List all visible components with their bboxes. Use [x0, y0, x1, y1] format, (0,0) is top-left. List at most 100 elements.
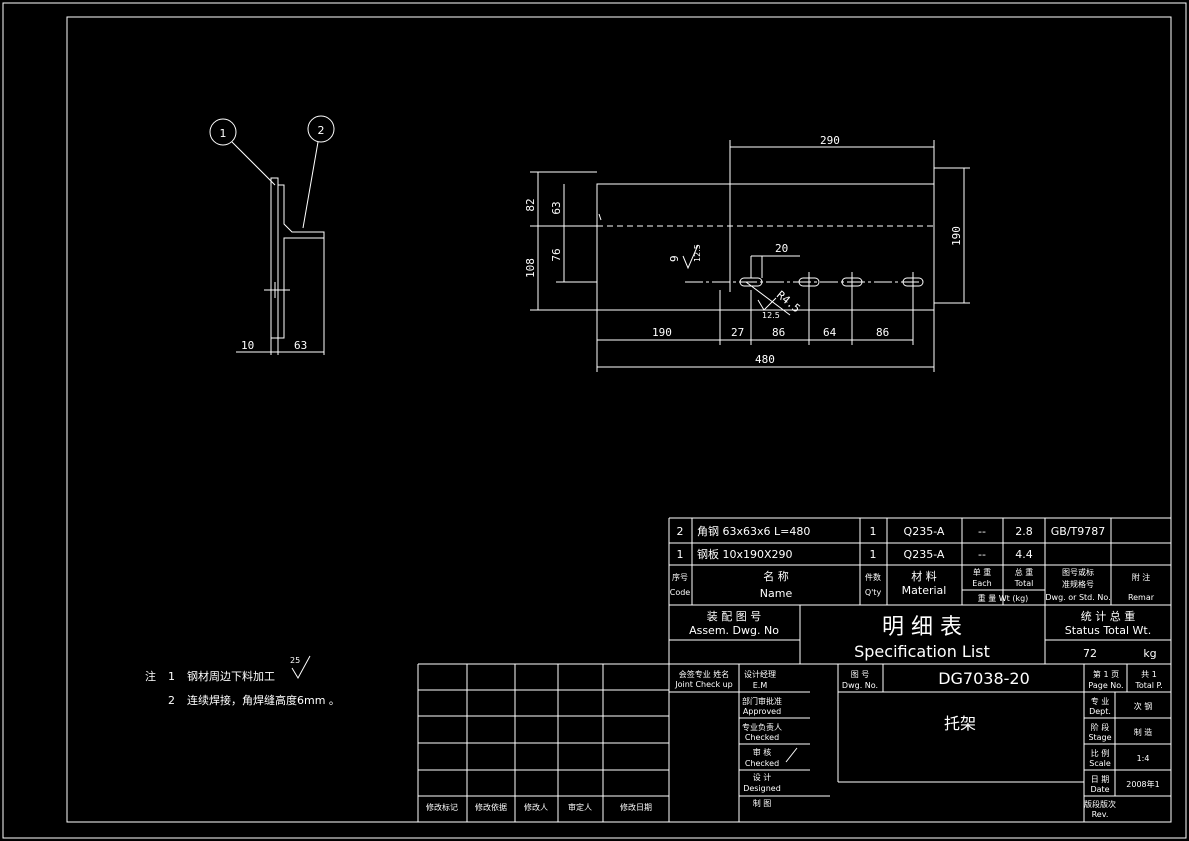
svg-text:--: -- — [978, 548, 986, 561]
svg-text:重 量 Wt (kg): 重 量 Wt (kg) — [978, 593, 1029, 603]
spec-title-en: Specification List — [854, 642, 990, 661]
svg-text:1: 1 — [168, 670, 175, 683]
svg-text:准规格号: 准规格号 — [1062, 579, 1094, 589]
svg-text:Status Total Wt.: Status Total Wt. — [1065, 624, 1151, 637]
svg-text:Checked: Checked — [745, 759, 779, 768]
dim-63v: 63 — [550, 201, 563, 214]
roughness-2: 12.5 — [762, 311, 780, 320]
svg-text:制 图: 制 图 — [753, 798, 772, 808]
roughness-symbol-1 — [682, 244, 699, 270]
dim-9: 9 — [668, 255, 681, 262]
roughness-1: 12.5 — [693, 244, 702, 262]
side-view: 1 2 10 63 — [209, 115, 335, 355]
dim-190-vertical: 190 — [950, 226, 963, 246]
svg-text:材 料: 材 料 — [911, 569, 937, 583]
svg-text:会签专业 姓名: 会签专业 姓名 — [679, 669, 730, 679]
svg-text:审 核: 审 核 — [753, 747, 772, 757]
svg-text:Dwg. or Std. No.: Dwg. or Std. No. — [1045, 593, 1110, 602]
svg-text:件数: 件数 — [865, 572, 881, 582]
svg-text:Scale: Scale — [1089, 759, 1111, 768]
dim-190: 190 — [652, 326, 672, 339]
bom-row: 2 角钢 63x63x6 L=480 1 Q235-A -- 2.8 GB/T9… — [677, 525, 1106, 538]
svg-text:2: 2 — [168, 694, 175, 707]
svg-text:角钢 63x63x6 L=480: 角钢 63x63x6 L=480 — [697, 525, 810, 538]
total-weight: 72 — [1083, 647, 1097, 660]
svg-text:Designed: Designed — [743, 784, 781, 793]
svg-text:Page No.: Page No. — [1088, 681, 1123, 690]
svg-text:Assem. Dwg. No: Assem. Dwg. No — [689, 624, 779, 637]
svg-text:Checked: Checked — [745, 733, 779, 742]
dim-480: 480 — [755, 353, 775, 366]
svg-text:kg: kg — [1143, 647, 1156, 660]
svg-text:制 造: 制 造 — [1134, 727, 1153, 737]
svg-text:设 计: 设 计 — [753, 772, 772, 782]
svg-text:Total P.: Total P. — [1134, 681, 1162, 690]
svg-text:专业负责人: 专业负责人 — [742, 722, 782, 732]
balloon-2-label: 2 — [318, 124, 325, 137]
leader-2 — [302, 141, 319, 229]
svg-text:序号: 序号 — [672, 572, 688, 582]
svg-text:Q235-A: Q235-A — [904, 525, 945, 538]
note-2: 连续焊接，角焊缝高度6mm 。 — [187, 693, 340, 707]
notes-label: 注 — [145, 669, 156, 683]
dim-10: 10 — [241, 339, 254, 352]
dim-20: 20 — [775, 242, 788, 255]
svg-text:修改依据: 修改依据 — [475, 802, 507, 812]
svg-text:GB/T9787: GB/T9787 — [1051, 525, 1106, 538]
drawing-title: 托架 — [944, 714, 976, 733]
svg-text:1: 1 — [677, 548, 684, 561]
angle-profile — [278, 184, 325, 339]
svg-text:钢板 10x190X290: 钢板 10x190X290 — [697, 547, 793, 561]
svg-text:Rev.: Rev. — [1092, 810, 1109, 819]
note-1: 钢材周边下料加工 — [187, 669, 275, 683]
svg-text:审定人: 审定人 — [568, 802, 592, 812]
svg-text:装 配 图 号: 装 配 图 号 — [707, 610, 762, 623]
svg-text:专 业: 专 业 — [1091, 696, 1110, 706]
svg-text:2008年1: 2008年1 — [1126, 779, 1159, 789]
inner-border — [66, 16, 1172, 823]
svg-text:附 注: 附 注 — [1132, 572, 1151, 582]
spec-header: 装 配 图 号 Assem. Dwg. No 明 细 表 Specificati… — [668, 605, 1171, 664]
svg-text:Material: Material — [902, 584, 947, 597]
svg-text:Each: Each — [972, 579, 991, 588]
svg-text:阶 段: 阶 段 — [1091, 722, 1110, 732]
svg-text:Remar: Remar — [1128, 593, 1155, 602]
svg-text:统 计 总 重: 统 计 总 重 — [1081, 609, 1136, 623]
dim-27: 27 — [731, 326, 744, 339]
svg-text:Date: Date — [1090, 785, 1109, 794]
dim-108: 108 — [524, 258, 537, 278]
svg-text:共 1: 共 1 — [1141, 670, 1157, 679]
svg-text:部门审批准: 部门审批准 — [742, 696, 782, 706]
svg-text:Q235-A: Q235-A — [904, 548, 945, 561]
svg-text:1: 1 — [870, 525, 877, 538]
svg-text:Code: Code — [670, 588, 691, 597]
svg-text:Total: Total — [1014, 579, 1034, 588]
bom-header: 序号 Code 名 称 Name 件数 Q'ty 材 料 Material 单 … — [670, 567, 1155, 603]
dim-63: 63 — [294, 339, 307, 352]
svg-text:总 重: 总 重 — [1015, 567, 1034, 577]
technical-notes: 注 1 钢材周边下料加工 25 2 连续焊接，角焊缝高度6mm 。 — [145, 655, 340, 707]
drawing-number: DG7038-20 — [938, 669, 1030, 688]
svg-text:Stage: Stage — [1088, 733, 1111, 742]
dim-290: 290 — [820, 134, 840, 147]
title-block: 修改标记 修改依据 修改人 审定人 修改日期 会签专业 姓名 Joint Che… — [417, 663, 1171, 822]
svg-text:Dept.: Dept. — [1089, 707, 1111, 716]
balloon-2 — [307, 115, 335, 143]
dim-76: 76 — [550, 248, 563, 261]
roughness-symbol-note — [291, 655, 311, 680]
svg-text:修改日期: 修改日期 — [620, 802, 652, 812]
svg-text:名 称: 名 称 — [763, 569, 789, 583]
dim-82: 82 — [524, 198, 537, 211]
balloon-1 — [209, 118, 237, 146]
svg-text:第 1 页: 第 1 页 — [1093, 669, 1119, 679]
svg-text:Name: Name — [760, 587, 793, 600]
svg-text:设计经理: 设计经理 — [744, 669, 776, 679]
svg-text:Q'ty: Q'ty — [865, 588, 882, 597]
radius-leader — [745, 281, 791, 316]
svg-text:E.M: E.M — [753, 681, 768, 690]
svg-text:Approved: Approved — [743, 707, 781, 716]
leader-1 — [231, 141, 276, 186]
svg-text:Dwg. No.: Dwg. No. — [842, 681, 878, 690]
svg-text:比 例: 比 例 — [1091, 748, 1110, 758]
